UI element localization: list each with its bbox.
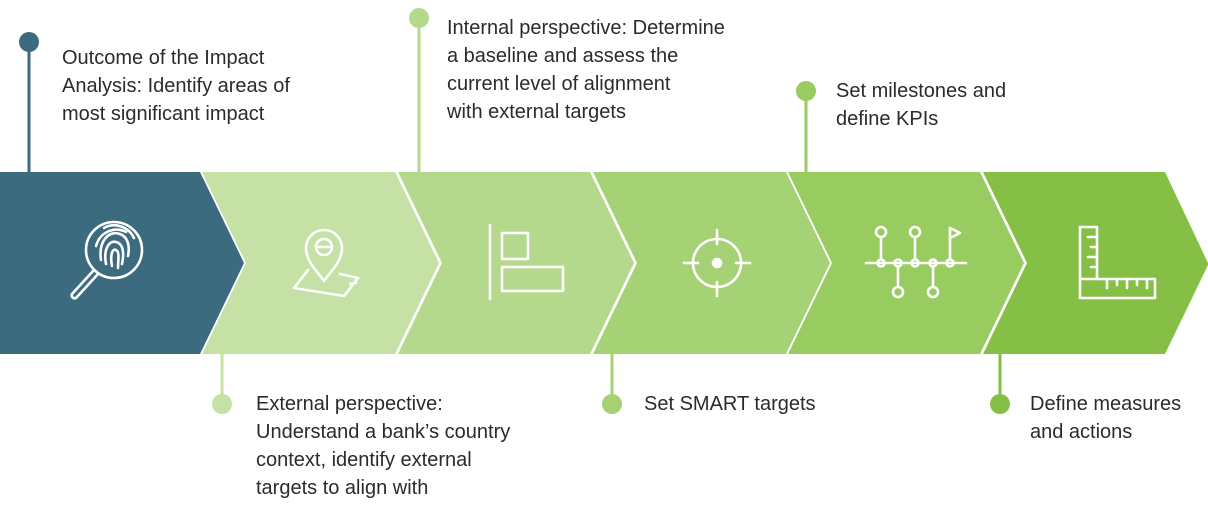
step-3-label: Internal perspective: Determine a baseli… [447, 14, 807, 126]
alignment-icon [488, 223, 565, 301]
step-3-label-line: a baseline and assess the [447, 45, 679, 67]
step-1-label-line: Analysis: Identify areas of [62, 75, 290, 97]
step-dots [19, 8, 1010, 414]
fingerprint-magnifier-icon [70, 220, 144, 300]
chevron-step-4 [593, 172, 830, 354]
step-1-label: Outcome of the Impact Analysis: Identify… [62, 44, 362, 128]
step-4-label: Set SMART targets [644, 390, 904, 418]
connector-lines [27, 18, 1002, 404]
step-dot-1 [19, 32, 39, 52]
step-3-label-line: current level of alignment [447, 73, 671, 95]
milestones-icon [864, 225, 968, 299]
ruler-square-icon [1078, 225, 1157, 300]
step-6-label-line: and actions [1030, 421, 1133, 443]
step-dot-4 [602, 394, 622, 414]
step-3-label-line: with external targets [447, 101, 626, 123]
step-1-label-line: most significant impact [62, 103, 265, 125]
step-2-label-line: context, identify external [256, 449, 472, 471]
step-2-label: External perspective: Understand a bank’… [256, 390, 576, 502]
step-5-label-line: define KPIs [836, 108, 939, 130]
step-6-label-line: Define measures [1030, 393, 1182, 415]
step-dot-6 [990, 394, 1010, 414]
step-5-label: Set milestones and define KPIs [836, 77, 1096, 133]
step-dot-2 [212, 394, 232, 414]
map-pin-icon [292, 228, 360, 298]
step-2-label-line: External perspective: [256, 393, 443, 415]
step-5-label-line: Set milestones and [836, 80, 1007, 102]
step-3-label-line: Internal perspective: Determine [447, 17, 725, 39]
step-2-label-line: Understand a bank’s country [256, 421, 511, 443]
step-1-label-line: Outcome of the Impact [62, 47, 265, 69]
step-4-label-line: Set SMART targets [644, 393, 816, 415]
step-dot-5 [796, 81, 816, 101]
step-dot-3 [409, 8, 429, 28]
step-6-label: Define measures and actions [1030, 390, 1206, 446]
step-2-label-line: targets to align with [256, 477, 429, 499]
chevron-step-6 [983, 172, 1208, 354]
process-chevrons [0, 172, 1208, 354]
chevron-step-2 [202, 172, 439, 354]
target-crosshair-icon [682, 228, 752, 298]
chevron-step-3 [398, 172, 634, 354]
